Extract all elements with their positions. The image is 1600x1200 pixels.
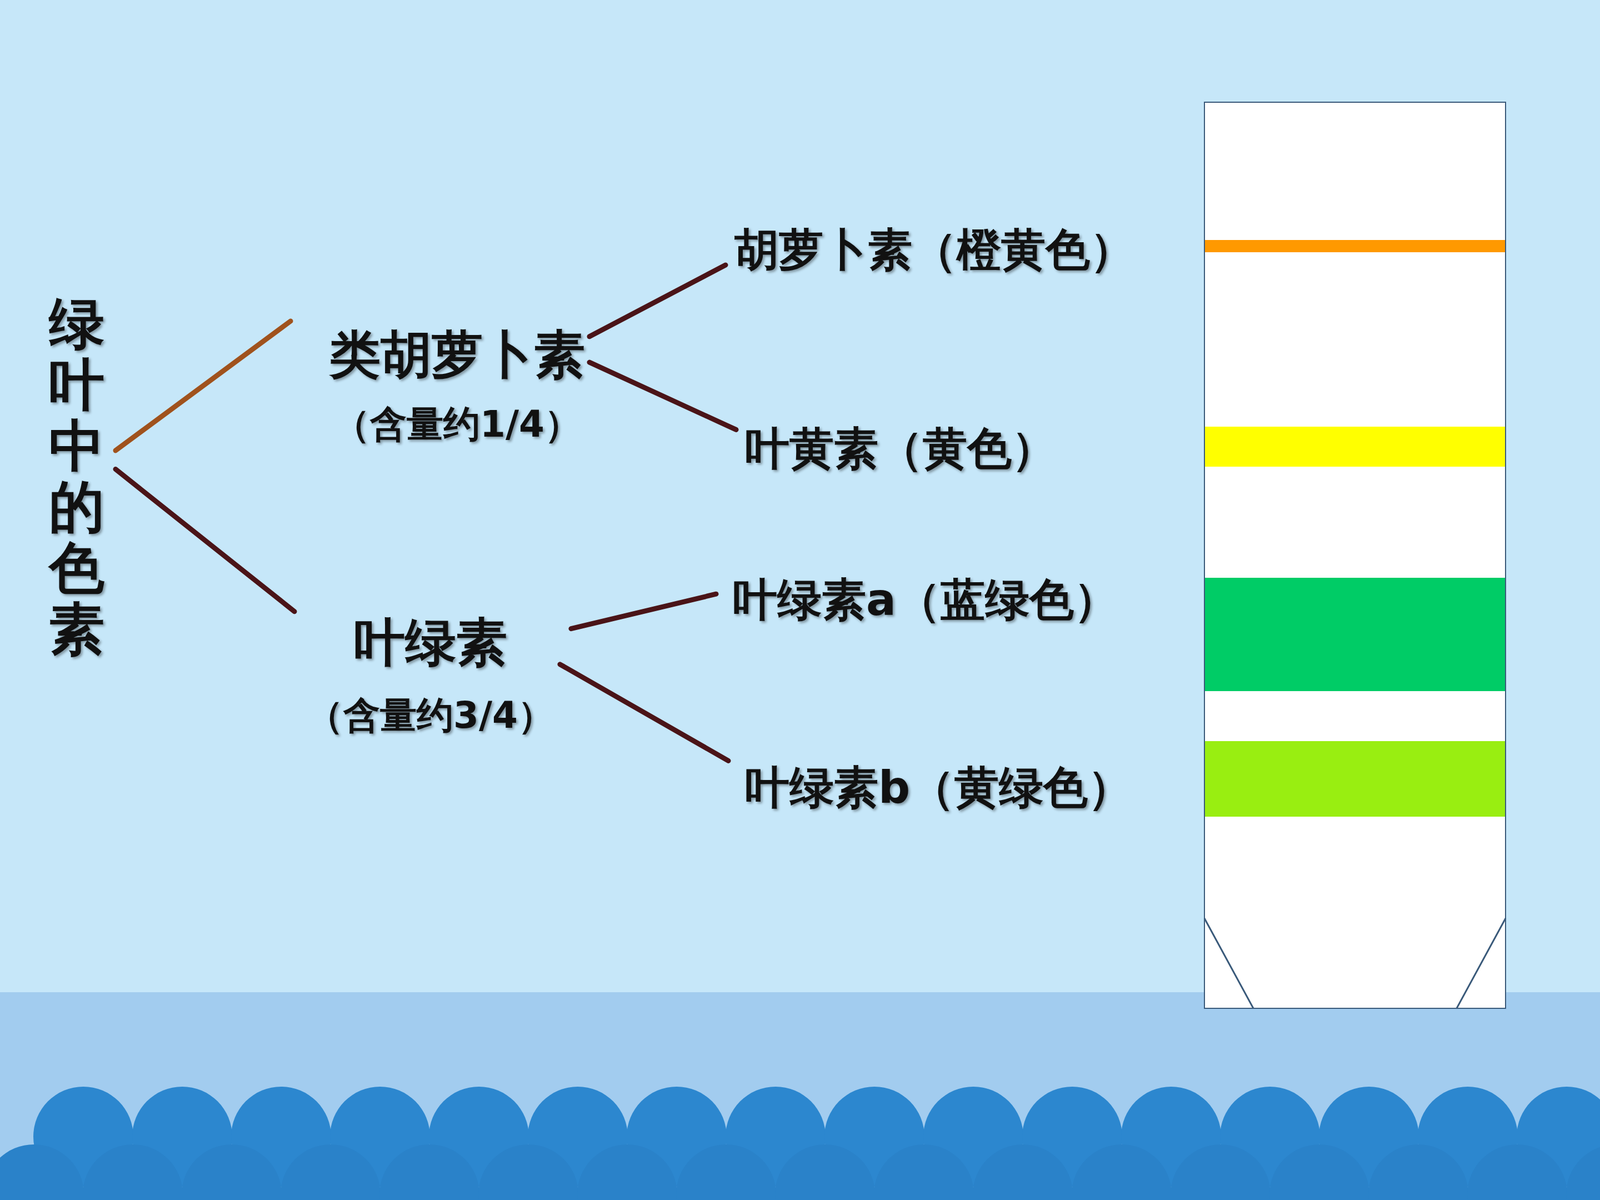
scallop xyxy=(1269,1144,1370,1200)
column-title: 绿叶中的色素 xyxy=(48,293,105,660)
scallop xyxy=(1368,1144,1469,1200)
scallop xyxy=(1170,1144,1271,1200)
group-title: 叶绿素 xyxy=(306,612,555,674)
scallop xyxy=(873,1144,974,1200)
scallop-row xyxy=(0,1086,1600,1200)
scallop xyxy=(1071,1144,1172,1200)
scallop xyxy=(0,1144,84,1200)
strip-taper xyxy=(1456,918,1506,1009)
pigment-label: 胡萝卜素（橙黄色） xyxy=(734,223,1135,277)
scallop xyxy=(181,1144,282,1200)
branch-line xyxy=(589,265,726,337)
leaf-node: 叶绿素a（蓝绿色） xyxy=(727,570,1124,630)
content-note: （含量约3/4） xyxy=(306,693,555,738)
group-node: 叶绿素 （含量约3/4） xyxy=(301,608,560,742)
scallop xyxy=(577,1144,678,1200)
scallop xyxy=(280,1144,381,1200)
scallop xyxy=(676,1144,777,1200)
scallop xyxy=(478,1144,579,1200)
root-node: 绿叶中的色素 xyxy=(43,290,110,664)
xanthophyll-band xyxy=(1205,426,1505,467)
chlorophyll-b-band xyxy=(1205,741,1505,817)
pigment-label: 叶绿素b（黄绿色） xyxy=(745,761,1133,815)
scallop xyxy=(972,1144,1073,1200)
pigment-label: 叶黄素（黄色） xyxy=(745,422,1057,476)
branch-line xyxy=(115,321,291,451)
filter-paper xyxy=(1204,102,1506,1009)
scallop xyxy=(379,1144,480,1200)
scallop xyxy=(82,1144,183,1200)
scallop xyxy=(1566,1144,1600,1200)
scallop xyxy=(1467,1144,1568,1200)
content-note: （含量约1/4） xyxy=(329,402,585,447)
branch-line xyxy=(560,664,729,762)
strip-taper xyxy=(1204,918,1254,1009)
branch-line xyxy=(571,593,717,629)
leaf-node: 叶绿素b（黄绿色） xyxy=(739,757,1138,818)
scallop xyxy=(775,1144,875,1200)
group-node: 类胡萝卜素 （含量约1/4） xyxy=(323,321,591,450)
pigment-label: 叶绿素a（蓝绿色） xyxy=(732,573,1119,627)
carotene-band xyxy=(1205,240,1505,253)
group-title: 类胡萝卜素 xyxy=(329,324,585,386)
leaf-node: 叶黄素（黄色） xyxy=(739,418,1062,479)
chlorophyll-a-band xyxy=(1205,577,1505,692)
leaf-node: 胡萝卜素（橙黄色） xyxy=(728,220,1140,280)
chromatography-strip xyxy=(1204,102,1506,1009)
branch-line xyxy=(115,469,295,612)
branch-line xyxy=(589,362,737,430)
